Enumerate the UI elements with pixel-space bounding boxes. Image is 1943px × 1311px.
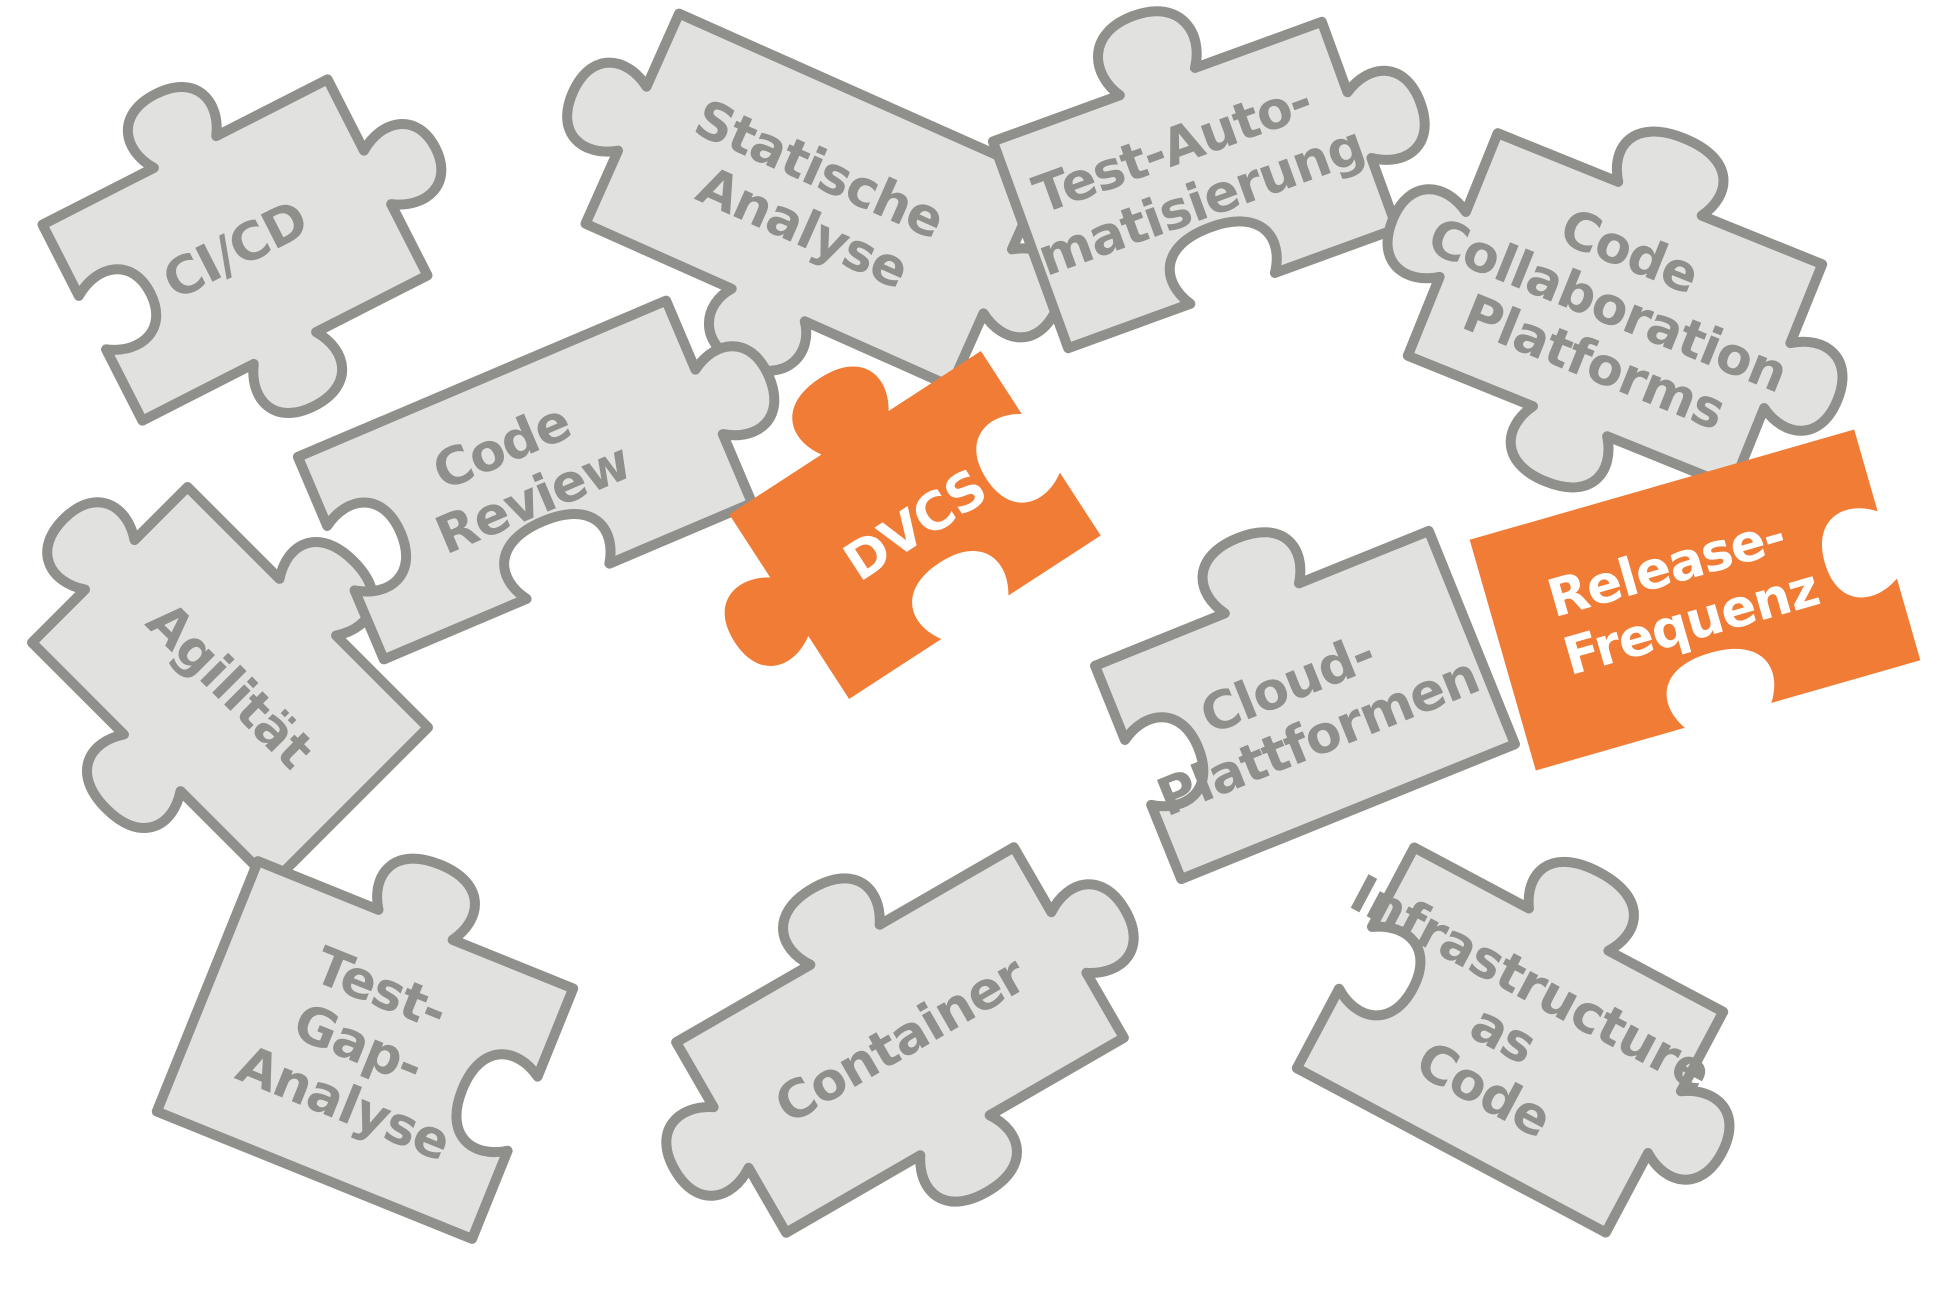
piece-cicd: CI/CD <box>37 74 447 426</box>
puzzle-piece-shape <box>1090 525 1520 885</box>
piece-statische-analyse: Statische Analyse <box>562 8 1068 392</box>
piece-infrastructure-as-code: Infrastructure as Code <box>1291 842 1735 1238</box>
piece-label: Test- Gap- Analyse <box>229 923 503 1174</box>
puzzle-piece-shape <box>37 74 447 426</box>
puzzle-piece-shape <box>292 295 780 665</box>
piece-release-frequenz: Release- Frequenz <box>1469 429 1921 771</box>
puzzle-piece-shape <box>1469 429 1921 771</box>
puzzle-piece-shape <box>987 6 1430 354</box>
puzzle-piece-shape <box>1291 842 1735 1238</box>
puzzle-piece-shape <box>661 842 1139 1238</box>
puzzle-piece-shape <box>724 351 1101 699</box>
puzzle-piece-shape <box>151 853 579 1244</box>
piece-test-gap-analyse: Test- Gap- Analyse <box>151 853 579 1244</box>
puzzle-piece-shape <box>27 482 433 888</box>
piece-container: Container <box>661 842 1139 1238</box>
piece-code-collaboration-platforms: Code Collaboration Platforms <box>1382 126 1848 493</box>
piece-agilitaet: Agilität <box>27 482 433 888</box>
piece-cloud-plattformen: Cloud- Plattformen <box>1090 525 1520 885</box>
